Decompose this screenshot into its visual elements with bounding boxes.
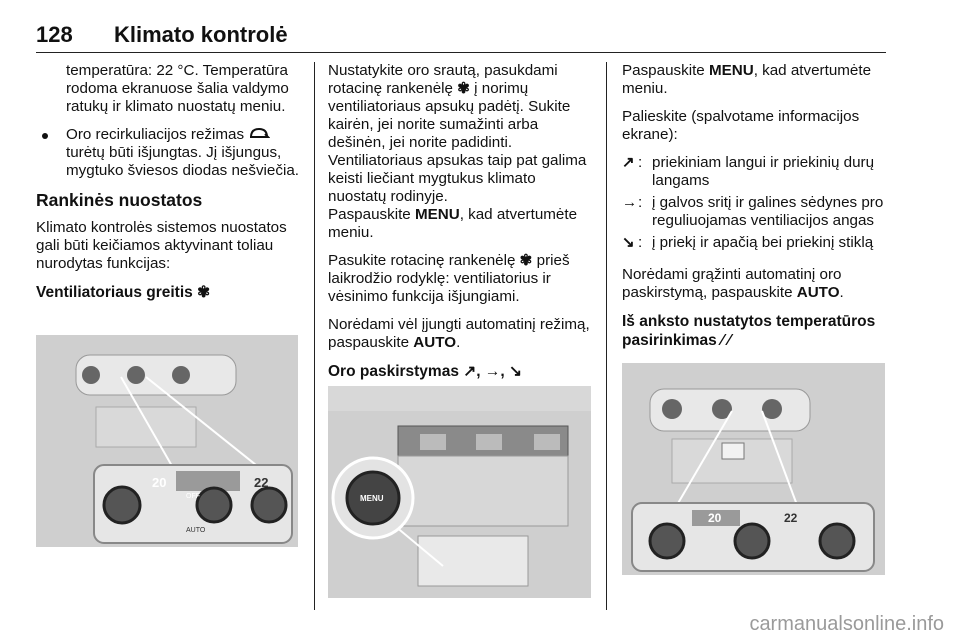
watermark: carmanualsonline.info bbox=[749, 613, 944, 635]
def-windscreen-text: priekiniam langui ir priekinių durų lang… bbox=[652, 154, 875, 189]
figure-climate-panel: 20 22 OFF AUTO bbox=[36, 335, 298, 547]
display-temp-left: 20 bbox=[708, 511, 722, 525]
paragraph-auto-pre: Norėdami grąžinti automatinį oro paskirs… bbox=[622, 266, 842, 301]
page-number: 128 bbox=[36, 22, 73, 47]
paragraph-fan-text: Nustatykite oro srautą, pasukdami rotaci… bbox=[328, 62, 558, 97]
paragraph-auto-pre: Norėdami vėl įjungti automatinį režimą, … bbox=[328, 316, 590, 351]
page-title: Klimato kontrolė bbox=[114, 22, 288, 47]
def-feet: ↘: į priekį ir apačią bei priekinį stikl… bbox=[622, 234, 874, 251]
airflow-windscreen-icon: ↗ bbox=[463, 363, 477, 380]
paragraph-auto: Norėdami vėl įjungti automatinį režimą, … bbox=[328, 316, 596, 352]
paragraph-rotate: Pasukite rotacinę rankenėlę ✾ prieš laik… bbox=[328, 252, 596, 306]
def-head-text: į galvos sritį ir galines sėdynes pro re… bbox=[652, 194, 884, 229]
figure-temperature-panel: 20 22 bbox=[622, 363, 885, 575]
def-head: →: į galvos sritį ir galines sėdynes pro… bbox=[622, 194, 884, 229]
paragraph-fan: Nustatykite oro srautą, pasukdami rotaci… bbox=[328, 62, 596, 242]
display-off-label: OFF bbox=[186, 493, 200, 500]
airflow-feet-icon: ↘ bbox=[509, 363, 523, 380]
column-1: temperatūra: 22 °C. Temperatūra rodoma e… bbox=[36, 62, 302, 310]
airflow-head-icon: → bbox=[484, 363, 501, 380]
heading-preset-temperature-text: Iš anksto nustatytos temperatūros pasiri… bbox=[622, 313, 876, 349]
paragraph-touch: Palieskite (spalvotame informacijos ekra… bbox=[622, 108, 860, 143]
menu-pre: Paspauskite bbox=[622, 62, 705, 79]
paragraph-rotate-pre: Pasukite rotacinę rankenėlę bbox=[328, 252, 516, 269]
fan-icon: ✾ bbox=[519, 252, 533, 269]
def-feet-text: į priekį ir apačią bei priekinį stiklą bbox=[652, 234, 874, 251]
temperature-knob-icon: ⁄ ⁄ bbox=[721, 332, 731, 349]
def-windscreen: ↗: priekiniam langui ir priekinių durų l… bbox=[622, 154, 875, 189]
paragraph-auto-post: . bbox=[456, 334, 461, 351]
heading-fan-speed: Ventiliatoriaus greitis ✾ bbox=[36, 283, 302, 302]
display-temp-right: 22 bbox=[254, 475, 269, 490]
paragraph-continuation: temperatūra: 22 °C. Temperatūra rodoma e… bbox=[66, 62, 289, 115]
paragraph-rotate-post: prieš laikrodžio rodyklę: ventiliatorius… bbox=[328, 252, 570, 305]
airflow-windscreen-icon: ↗ bbox=[622, 154, 635, 171]
display-auto-label: AUTO bbox=[186, 527, 206, 534]
fan-icon: ✾ bbox=[197, 284, 211, 301]
page-header: 128 Klimato kontrolė bbox=[36, 22, 886, 52]
heading-air-distribution: Oro paskirstymas ↗, →, ↘ bbox=[328, 363, 523, 380]
bullet-text: Oro recirkuliacijos režimas bbox=[66, 126, 245, 143]
heading-fan-speed-text: Ventiliatoriaus greitis bbox=[36, 284, 193, 301]
display-temp-right: 22 bbox=[784, 511, 798, 525]
paragraph-fan-tail: į norimų ventiliatoriaus apsukų padėtį. … bbox=[328, 80, 587, 205]
column-3: Paspauskite MENU, kad atvertumėte meniu.… bbox=[622, 62, 890, 358]
column-divider-1 bbox=[314, 62, 315, 610]
auto-word: AUTO bbox=[413, 334, 457, 351]
bullet-dot bbox=[42, 133, 48, 139]
menu-word: MENU bbox=[414, 206, 460, 223]
heading-air-distribution-text: Oro paskirstymas bbox=[328, 363, 459, 380]
column-divider-2 bbox=[606, 62, 607, 610]
heading-manual-settings: Rankinės nuostatos bbox=[36, 190, 203, 210]
menu-pre: Paspauskite bbox=[328, 206, 411, 223]
menu-knob-label: MENU bbox=[360, 494, 384, 503]
column-2: Nustatykite oro srautą, pasukdami rotaci… bbox=[328, 62, 596, 389]
bullet-recirculation: Oro recirkuliacijos režimas turėtų būti … bbox=[36, 126, 302, 180]
recirculation-icon bbox=[250, 127, 271, 138]
menu-post: , kad atvertumėte meniu. bbox=[622, 62, 872, 97]
airflow-head-icon: → bbox=[622, 194, 638, 211]
paragraph-menu: Paspauskite MENU, kad atvertumėte meniu. bbox=[622, 62, 890, 98]
header-rule bbox=[36, 52, 886, 53]
paragraph-manual: Klimato kontrolės sistemos nuostatos gal… bbox=[36, 219, 287, 272]
display-temp-left: 20 bbox=[152, 475, 167, 490]
menu-word: MENU bbox=[708, 62, 754, 79]
menu-post: , kad atvertumėte meniu. bbox=[328, 206, 578, 241]
paragraph-auto-post: . bbox=[839, 284, 844, 301]
paragraph-auto: Norėdami grąžinti automatinį oro paskirs… bbox=[622, 266, 890, 302]
auto-word: AUTO bbox=[796, 284, 840, 301]
bullet-text-tail: turėtų būti išjungtas. Jį išjungus, mygt… bbox=[66, 144, 299, 179]
airflow-feet-icon: ↘ bbox=[622, 234, 635, 251]
fan-icon: ✾ bbox=[457, 80, 470, 97]
heading-preset-temperature: Iš anksto nustatytos temperatūros pasiri… bbox=[622, 312, 890, 350]
figure-menu-button: MENU bbox=[328, 386, 591, 598]
